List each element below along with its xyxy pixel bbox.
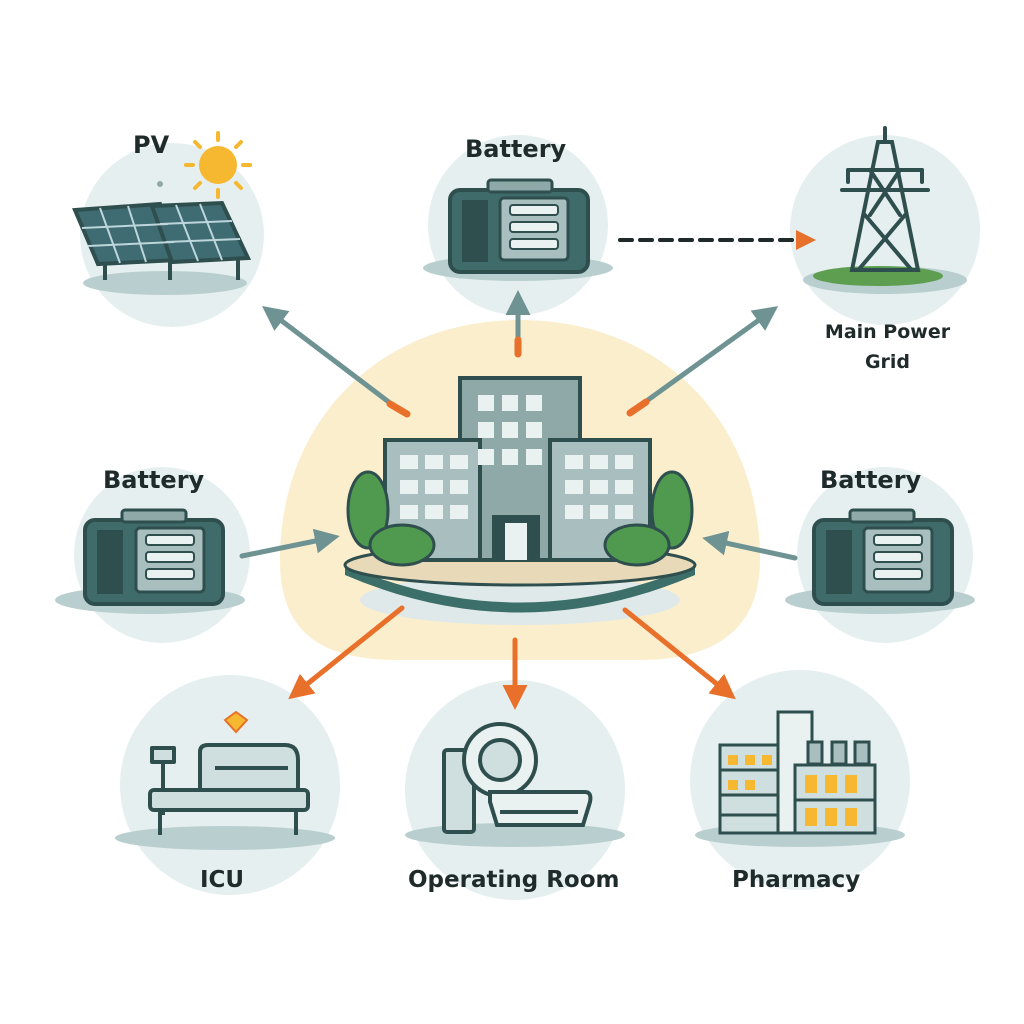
label-battery-right: Battery [820,466,922,494]
label-grid-line1: Main Power [824,321,951,343]
arrow-grid-hospital [631,306,779,413]
operating-room-node [405,680,625,900]
arrow-hospital-icu [288,605,405,700]
battery-left-node [55,467,250,643]
hospital-bed-icon [148,743,310,835]
grid-node [790,126,980,325]
label-pharmacy: Pharmacy [732,867,861,893]
heart-monitor-icon [223,710,249,734]
label-main-power-grid: Main Power Grid [815,317,960,377]
surgical-equipment-icon [442,722,593,834]
sun-icon [184,131,252,199]
hospital-icon [343,376,697,625]
label-battery-left: Battery [103,466,205,494]
pharmacy-node [690,670,910,890]
label-grid-line2: Grid [864,351,911,373]
label-pv: PV [133,131,170,159]
label-operating-room: Operating Room [408,867,620,893]
pharmacy-shelves-icon [718,710,877,835]
label-battery-top: Battery [465,135,567,163]
battery-right-node [785,467,975,643]
battery-icon [812,508,954,606]
battery-icon [83,508,225,606]
icu-node [115,675,340,895]
power-tower-icon [840,126,930,272]
flow-arrows [239,230,816,710]
pv-node [72,131,264,327]
arrow-pv-hospital [262,305,405,415]
battery-top-node [423,135,613,315]
battery-icon [448,178,590,274]
arrow-hospital-pharmacy [622,607,736,700]
solar-panel-icon [72,200,252,280]
arrow-battery-right-hospital [702,530,798,561]
label-icu: ICU [200,867,245,893]
arrow-battery-left-hospital [239,528,340,559]
